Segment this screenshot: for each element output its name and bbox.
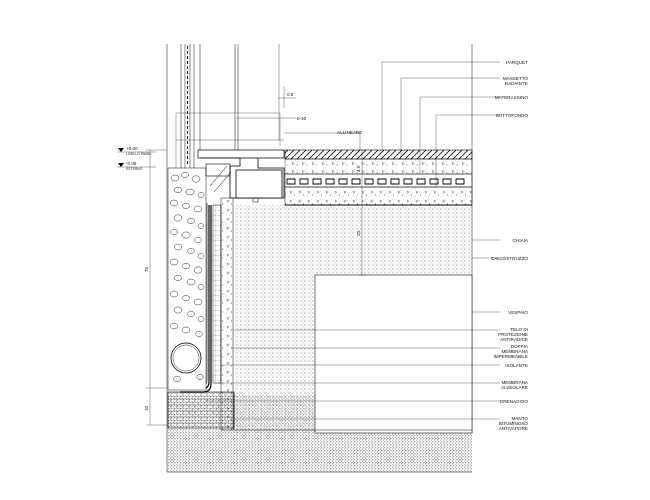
- label-ghiaia: GHIAIA: [512, 238, 529, 243]
- dim-0-8: 0.8: [287, 92, 294, 97]
- label-drenaggio: DRENAGGIO: [500, 399, 529, 404]
- label-manto-2: BITUMINOSO: [499, 421, 529, 426]
- label-calcestruzzo: CALCESTRUZZO: [491, 256, 528, 261]
- label-doppia-2: MEMBRANA: [501, 349, 528, 354]
- label-membrana-1: MEMBRANA: [501, 380, 528, 385]
- label-manto-1: MANTO: [511, 416, 528, 421]
- level-lower-note: ESTERNO: [126, 167, 143, 171]
- dim-4-5: 4.5: [356, 165, 361, 172]
- label-sottofondo: SOTTOFONDO: [496, 113, 529, 118]
- label-telo-1: TELO DI: [510, 327, 528, 332]
- level-lower-value: -0.06: [126, 161, 137, 166]
- level-markers: +0.00 LIVELLO PAVIM. -0.06 ESTERNO: [117, 146, 156, 171]
- vespaio-void: [314, 274, 473, 434]
- label-vespaio: VESPAIO: [508, 310, 528, 315]
- drainage-gravel: [167, 167, 207, 391]
- dim-0-40: 0-40: [297, 116, 307, 121]
- dim-10: 10: [144, 405, 149, 411]
- drain-pipe: [170, 342, 202, 374]
- layer-labels: PARQUET MASSETTO RADIANTE MATERASSINO SO…: [491, 60, 529, 431]
- label-massetto-2: RADIANTE: [505, 81, 528, 86]
- label-telo-3: ANTIRADICE: [500, 337, 528, 342]
- label-massetto-1: MASSETTO: [503, 76, 529, 81]
- radiant-pipes: [286, 178, 465, 185]
- label-membrana-2: ALVEOLARE: [501, 385, 528, 390]
- isolante-layer: [212, 204, 222, 384]
- left-dimension: 75 10: [144, 149, 167, 426]
- sottofondo-layer: [284, 186, 473, 206]
- dim-20: 20: [356, 230, 361, 236]
- foundation-wall: [167, 197, 472, 431]
- label-allineare: ALLINEARE: [337, 130, 362, 135]
- label-doppia-3: IMPERMEABILE: [494, 354, 528, 359]
- footing: [167, 391, 235, 429]
- floor-buildup: [284, 149, 473, 206]
- label-doppia-1: DOPPIA: [511, 344, 529, 349]
- label-materassino: MATERASSINO: [495, 95, 529, 100]
- parquet-layer: [284, 149, 473, 160]
- ground-soil-upper: [168, 430, 472, 472]
- label-telo-2: PROTEZIONE: [498, 332, 528, 337]
- center-dimension: 4.5 20: [356, 149, 366, 276]
- massetto-layer: [284, 158, 473, 175]
- leader-lines: [205, 61, 500, 420]
- level-upper-note: LIVELLO PAVIM.: [126, 152, 152, 156]
- window-frame: [175, 44, 285, 203]
- dim-75: 75: [144, 266, 149, 272]
- label-manto-3: ANTIVAPORE: [499, 426, 528, 431]
- level-upper-value: +0.00: [126, 146, 138, 151]
- label-parquet: PARQUET: [506, 60, 528, 65]
- label-isolante: ISOLANTE: [505, 363, 528, 368]
